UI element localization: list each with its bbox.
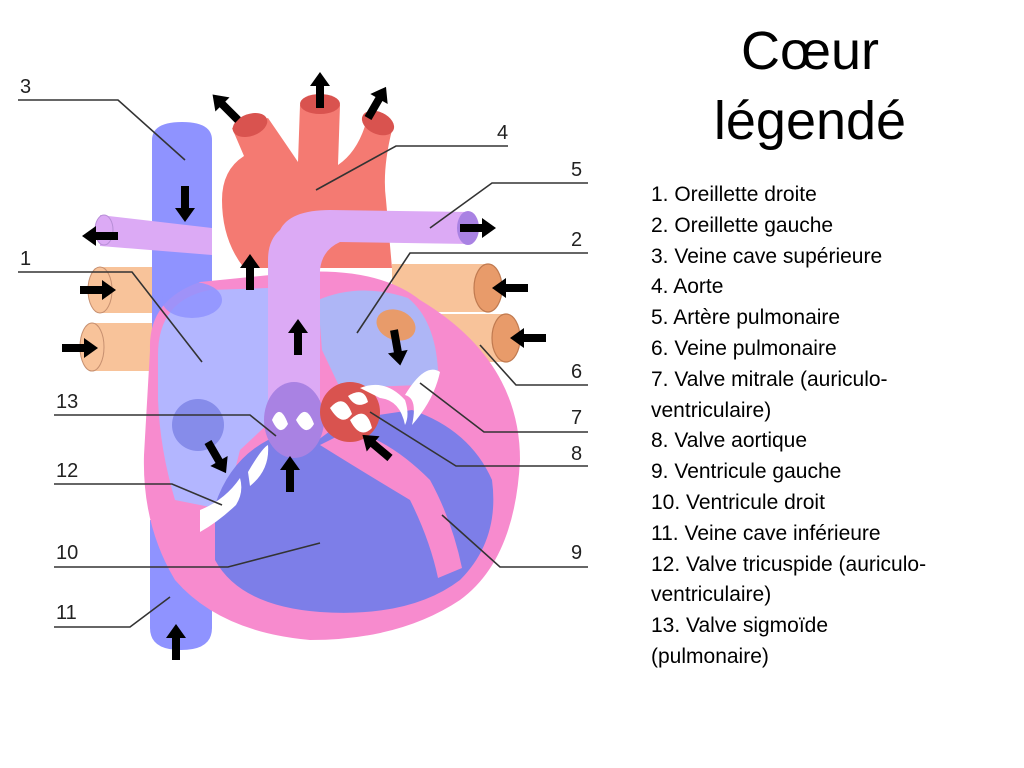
leader-4 xyxy=(315,145,508,191)
heart-diagram: 3 1 13 12 10 11 4 5 2 6 7 8 9 xyxy=(18,72,588,660)
legend-item-5: 5. Artère pulmonaire xyxy=(651,306,841,330)
legend-item-4: 4. Aorte xyxy=(651,275,724,299)
legend-item-10: 10. Ventricule droit xyxy=(651,490,825,514)
callout-11: 11 xyxy=(56,602,77,624)
leader-5 xyxy=(429,182,588,229)
leader-3 xyxy=(18,99,186,161)
legend-item-3: 3. Veine cave supérieure xyxy=(651,244,883,268)
legend-item-12: 12. Valve tricuspide (auriculo-ventricul… xyxy=(651,552,927,607)
title-line-1: Cœur xyxy=(741,21,879,81)
leader-7 xyxy=(419,382,588,433)
legend-item-6: 6. Veine pulmonaire xyxy=(651,336,837,360)
page-title: Cœur légendé xyxy=(650,16,970,156)
leader-13 xyxy=(54,414,277,437)
callout-2: 2 xyxy=(571,229,582,251)
leader-8 xyxy=(369,411,588,467)
tricuspid-valve xyxy=(200,445,269,532)
legend-item-9: 9. Ventricule gauche xyxy=(651,460,842,484)
leader-1 xyxy=(18,271,203,363)
callout-10: 10 xyxy=(56,542,78,564)
callout-7: 7 xyxy=(571,407,582,429)
interventricular-septum xyxy=(320,430,462,578)
leader-lines xyxy=(18,99,588,628)
callout-12: 12 xyxy=(56,460,78,482)
svc-opening xyxy=(162,282,222,318)
right-atrium xyxy=(158,288,272,510)
legend-item-2: 2. Oreillette gauche xyxy=(651,213,834,237)
leader-6 xyxy=(479,344,588,386)
legend-item-1: 1. Oreillette droite xyxy=(651,183,817,206)
legend-item-13: 13. Valve sigmoïde (pulmonaire) xyxy=(651,614,829,668)
legend-item-7: 7. Valve mitrale (auriculo-ventriculaire… xyxy=(651,367,888,422)
legend-item-11: 11. Veine cave inférieure xyxy=(651,521,881,545)
aortic-valve xyxy=(320,382,380,442)
leader-2 xyxy=(356,252,588,334)
ventricles xyxy=(215,410,494,613)
callout-6: 6 xyxy=(571,361,582,383)
callout-numbers: 3 1 13 12 10 11 4 5 2 6 7 8 9 xyxy=(20,76,582,624)
leader-10 xyxy=(54,542,321,568)
callout-3: 3 xyxy=(20,76,31,98)
leader-9 xyxy=(441,514,588,568)
callout-8: 8 xyxy=(571,443,582,465)
leader-12 xyxy=(54,483,223,506)
callout-5: 5 xyxy=(571,159,582,181)
ivc-opening xyxy=(172,399,224,451)
legend-item-8: 8. Valve aortique xyxy=(651,429,808,453)
pulmonary-valve xyxy=(264,382,324,458)
callout-4: 4 xyxy=(497,122,508,144)
callout-9: 9 xyxy=(571,542,582,564)
leader-11 xyxy=(54,596,171,628)
title-line-2: légendé xyxy=(713,91,907,151)
callout-13: 13 xyxy=(56,391,78,413)
legend-list: 1. Oreillette droite 2. Oreillette gauch… xyxy=(651,180,941,673)
callout-1: 1 xyxy=(20,248,31,270)
